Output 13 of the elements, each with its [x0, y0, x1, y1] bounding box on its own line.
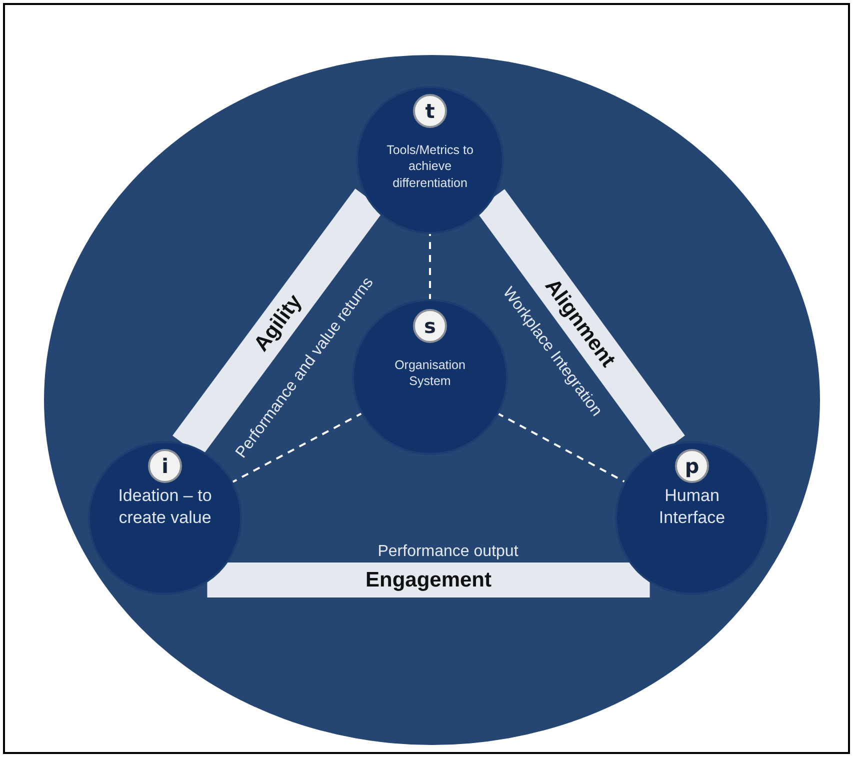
letter-badge: i [148, 449, 182, 483]
letter-badge: p [675, 449, 709, 483]
node-label: Human Interface [658, 485, 726, 530]
letter-badge: t [413, 94, 447, 128]
dashed-connector [496, 412, 626, 484]
side-label: Performance output [378, 543, 518, 561]
node-label: Ideation – to create value [117, 485, 213, 530]
node-label: Tools/Metrics to achieve differentiation [386, 142, 474, 191]
node-label: Organisation System [394, 357, 466, 390]
dashed-connector [230, 412, 364, 484]
dashed-connector [429, 232, 431, 301]
band-connector [207, 562, 650, 598]
letter-badge: s [413, 309, 447, 343]
